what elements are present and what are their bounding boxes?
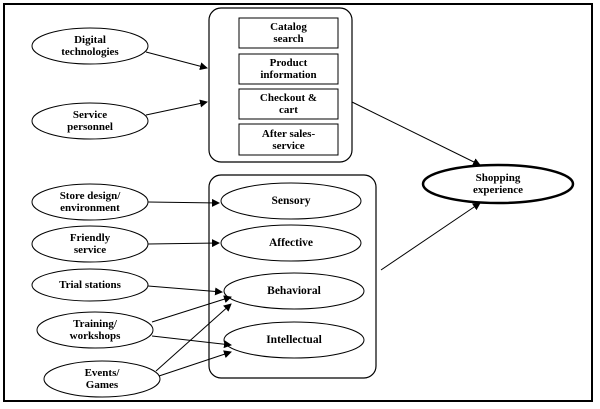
checkout-cart-box — [238, 88, 339, 120]
experience-dimensions-group — [208, 174, 377, 379]
arrow-features-to-experience — [351, 101, 481, 166]
store-design-node — [31, 183, 149, 221]
arrow-friendly-to-affective — [147, 239, 220, 248]
arrow-trial-to-behavioral — [147, 285, 223, 296]
catalog-search-box — [238, 17, 339, 49]
arrow-training-to-behavioral — [151, 295, 232, 323]
arrow-store-to-sensory — [147, 198, 220, 207]
arrow-training-to-intellectual — [151, 335, 232, 349]
trial-stations-node — [31, 268, 149, 302]
arrow-events-to-intellectual — [158, 350, 232, 377]
service-features-group — [208, 7, 353, 163]
training-workshops-node — [36, 311, 154, 349]
sensory-node — [220, 182, 362, 220]
arrow-personnel-to-features — [145, 99, 208, 116]
arrow-digital-to-features — [145, 51, 208, 71]
service-personnel-node — [31, 102, 149, 140]
after-sales-service-box — [238, 123, 339, 156]
arrow-events-to-behavioral — [155, 303, 232, 372]
behavioral-node — [223, 272, 365, 310]
digital-technologies-node — [31, 27, 149, 65]
shopping-experience-node — [421, 163, 575, 205]
friendly-service-node — [31, 225, 149, 263]
arrow-dimensions-to-experience — [380, 202, 481, 271]
diagram-frame — [3, 3, 593, 402]
affective-node — [220, 224, 362, 262]
events-games-node — [43, 360, 161, 398]
intellectual-node — [223, 321, 365, 359]
product-information-box — [238, 53, 339, 85]
